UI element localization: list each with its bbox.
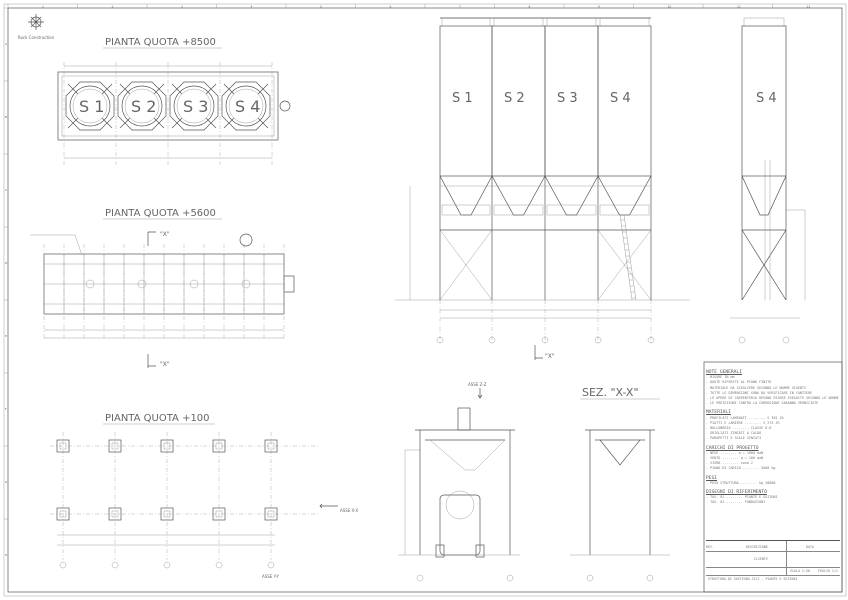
notes-heading: PESI — [706, 475, 718, 481]
general-notes: NOTE GENERALI- MISURE IN mm- QUOTE RIFER… — [706, 366, 840, 506]
notes-panel — [703, 361, 843, 593]
notes-line: - MISURE IN mm — [706, 375, 735, 380]
notes-line: - VENTO ........ q = 100 daN — [706, 456, 764, 461]
plan-100-title: PIANTA QUOTA +100 — [105, 413, 210, 424]
notes-line: - SISMA ........ zona 2 — [706, 461, 753, 466]
drawing-object: STRUTTURA DI SOSTEGNO SILI - PIANTE E SE… — [708, 577, 798, 581]
notes-line: - PESO STRUTTURA ........ kg 28000 — [706, 480, 776, 485]
plan-100-view — [50, 432, 338, 569]
elevation-section-mark: "X" — [545, 353, 555, 360]
plan-silo-label: S 3 — [183, 97, 208, 116]
ruler-label: 3 — [181, 5, 183, 9]
side-elevation-view — [730, 17, 806, 344]
description-label: DESCRIZIONE — [746, 545, 768, 549]
notes-line: - GRIGLIATI ZINCATI A CALDO — [706, 431, 762, 436]
side-silo-label: S 4 — [756, 91, 777, 106]
notes-line: - PARAPETTI E SCALE ZINCATI — [706, 436, 762, 441]
notes-line: - QUOTE RIFERITE AL PIANO FINITO — [706, 380, 772, 385]
sections-view — [398, 407, 670, 582]
axis-z-label: ASSE Z-Z — [468, 382, 487, 387]
title-block: REV. DESCRIZIONE DATA CLIENTE STRUTTURA … — [706, 540, 840, 593]
ruler-label: 10 — [668, 5, 672, 9]
notes-line: - TAV. 01 ........ PIANTE E SEZIONI — [706, 495, 778, 500]
notes-heading: CARICHI DI PROGETTO — [706, 445, 759, 451]
ruler-label: 12 — [807, 5, 811, 9]
notes-heading: NOTE GENERALI — [706, 370, 742, 375]
plan-5600-title: PIANTA QUOTA +5600 — [105, 208, 216, 219]
section-mark-bottom: "X" — [160, 361, 170, 368]
company-logo: Rock Construction — [18, 14, 55, 40]
ruler-label: 1 — [42, 5, 44, 9]
drawing-scale: SCALA 1:50 — [790, 569, 810, 573]
ruler-label: 9 — [598, 5, 600, 9]
axis-x-label: ASSE X-X — [340, 508, 358, 513]
ruler-label: 7 — [459, 5, 461, 9]
plan-silo-label: S 2 — [131, 97, 156, 116]
ruler-label: D — [5, 261, 8, 265]
ruler-label: 4 — [251, 5, 253, 9]
notes-heading: MATERIALI — [706, 410, 731, 416]
front-elevation-view — [395, 17, 690, 345]
notes-line: - LE PROTEZIONI CONTRO LA CORROSIONE SAR… — [706, 401, 819, 406]
ruler-label: 5 — [320, 5, 322, 9]
ruler-label: 11 — [737, 5, 741, 9]
notes-heading: DISEGNI DI RIFERIMENTO — [706, 490, 767, 496]
plan-8500-title: PIANTA QUOTA +8500 — [105, 37, 216, 48]
elevation-silo-label: S 1 — [452, 91, 473, 106]
section-mark-top: "X" — [160, 231, 170, 238]
ruler-label: 8 — [529, 5, 531, 9]
plan-8500-view — [57, 62, 291, 165]
ruler-label: 2 — [112, 5, 114, 9]
rev-label: REV. — [706, 545, 714, 549]
section-xx-title: SEZ. "X-X" — [582, 386, 639, 399]
ruler-label: E — [5, 334, 7, 338]
logo-text: Rock Construction — [18, 35, 55, 40]
plan-silo-label: S 4 — [235, 97, 260, 116]
plan-silo-label: S 1 — [79, 97, 104, 116]
ruler-label: H — [5, 553, 7, 557]
date-label: DATA — [806, 545, 814, 549]
ruler-label: G — [5, 480, 8, 484]
ruler-label: F — [5, 407, 7, 411]
ruler-label: A — [5, 42, 8, 46]
notes-line: - NEVE ........ q = 1000 daN — [706, 450, 764, 455]
client-label: CLIENTE — [754, 557, 768, 561]
notes-line: - PIATTI E LAMIERE ........ S 275 JR — [706, 420, 780, 425]
notes-line: - BULLONERIA ........ CLASSE 8.8 — [706, 426, 772, 431]
ruler-label: C — [5, 188, 7, 192]
plan-5600-view — [30, 233, 295, 340]
elevation-silo-label: S 4 — [610, 91, 631, 106]
notes-line: - TAV. 02 ........ FONDAZIONI — [706, 500, 766, 505]
notes-line: - MATERIALE DA SCEGLIERE SECONDO LE NORM… — [706, 385, 807, 390]
ruler-label: B — [5, 115, 7, 119]
ruler-label: 6 — [390, 5, 392, 9]
drawing-sheet: FOGLIO 1/1 — [818, 569, 838, 573]
axis-y-label: ASSE Y-Y — [262, 574, 280, 579]
elevation-silo-label: S 3 — [557, 91, 578, 106]
notes-line: - PROFILATI LAMINATI ........ S 355 J0 — [706, 415, 784, 420]
notes-line: - LE OPERE DI CARPENTERIA DEVONO ESSERE … — [706, 396, 839, 401]
notes-line: - PIANO DI CARICO ........ 5000 kg — [706, 466, 776, 471]
elevation-silo-label: S 2 — [504, 91, 525, 106]
notes-line: - TUTTE LE DIMENSIONI SONO DA VERIFICARE… — [706, 390, 813, 395]
